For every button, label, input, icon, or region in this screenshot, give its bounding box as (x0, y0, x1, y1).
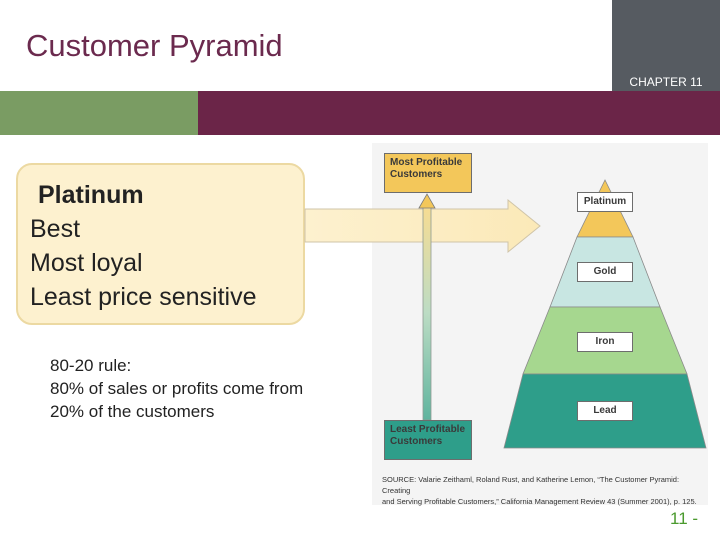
least-profitable-line-1: Least Profitable (390, 424, 466, 435)
profit-scale-shaft (422, 205, 432, 421)
most-profitable-line-2: Customers (390, 169, 443, 180)
slide-title: Customer Pyramid (26, 28, 283, 63)
callout-heading: Platinum (38, 181, 144, 209)
callout-arrow (304, 198, 541, 254)
least-profitable-line-2: Customers (390, 436, 443, 447)
header-grey-block (612, 0, 720, 91)
source-line-1: SOURCE: Valarie Zeithaml, Roland Rust, a… (382, 475, 680, 495)
callout-line-loyal: Most loyal (30, 249, 143, 277)
page-number: 11 - (670, 509, 699, 528)
figure-source-note: SOURCE: Valarie Zeithaml, Roland Rust, a… (382, 474, 698, 507)
callout-line-price: Least price sensitive (30, 283, 257, 311)
most-profitable-line-1: Most Profitable (390, 157, 463, 168)
source-line-2: and Serving Profitable Customers,” Calif… (382, 497, 697, 506)
callout-line-best: Best (30, 215, 81, 243)
header-bar-green (0, 91, 198, 135)
chapter-label: CHAPTER 11 (629, 75, 703, 89)
tier-iron-label: Iron (577, 332, 633, 352)
profit-scale-arrowhead (418, 193, 436, 209)
platinum-callout-box (16, 163, 305, 325)
most-profitable-box: Most Profitable Customers (384, 153, 472, 193)
rule-line-customers: 20% of the customers (50, 402, 215, 421)
least-profitable-box: Least Profitable Customers (384, 420, 472, 460)
header-bar-purple (198, 91, 720, 135)
rule-heading: 80-20 rule: (50, 356, 132, 375)
tier-lead-label: Lead (577, 401, 633, 421)
tier-platinum-label: Platinum (577, 192, 633, 212)
tier-gold-label: Gold (577, 262, 633, 282)
rule-line-sales: 80% of sales or profits come from (50, 379, 304, 398)
